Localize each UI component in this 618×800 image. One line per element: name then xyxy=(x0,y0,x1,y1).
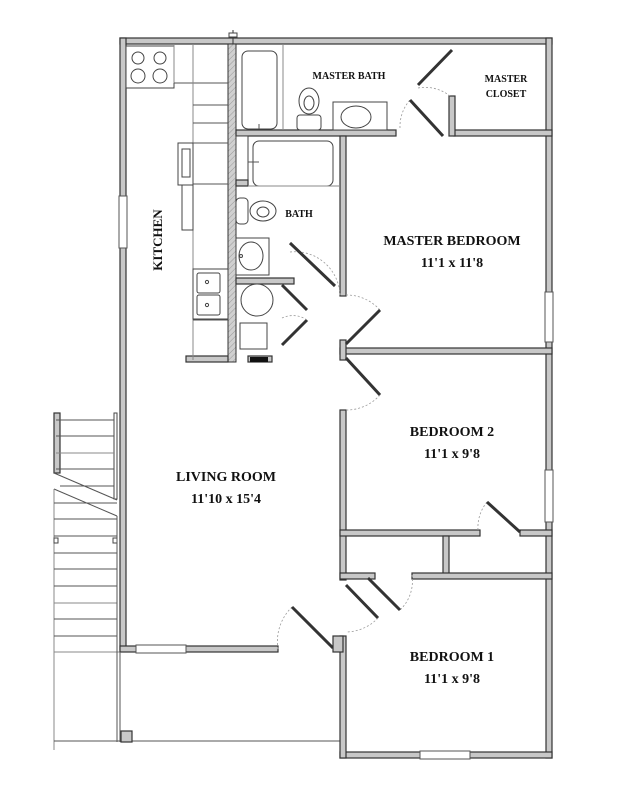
bedroom-1-dimensions: 11'1 x 9'8 xyxy=(424,672,480,687)
bathtub xyxy=(252,140,334,187)
master-bedroom-dimensions: 11'1 x 11'8 xyxy=(421,256,483,271)
living-room-label: LIVING ROOM xyxy=(176,470,276,485)
master-bath-fixtures xyxy=(241,44,388,131)
master-closet-label-line1: MASTER xyxy=(485,74,529,85)
bedroom-2-dimensions: 11'1 x 9'8 xyxy=(424,447,480,462)
interior-walls xyxy=(185,43,553,581)
kitchen-fixtures xyxy=(125,44,229,360)
master-bedroom-label: MASTER BEDROOM xyxy=(383,234,520,249)
bath-label: BATH xyxy=(285,209,313,220)
exterior-stairs xyxy=(53,412,340,750)
bath-fixtures xyxy=(235,140,340,350)
water-heater xyxy=(240,283,274,317)
bathtub xyxy=(241,50,278,130)
room-labels: MASTER BATH MASTER CLOSET MASTER BEDROOM… xyxy=(150,71,528,687)
kitchen-label: KITCHEN xyxy=(150,209,165,271)
master-bath-label: MASTER BATH xyxy=(313,71,386,82)
washer xyxy=(239,322,268,350)
windows xyxy=(118,195,554,760)
master-closet-label-line2: CLOSET xyxy=(486,89,527,100)
bedroom-2-label: BEDROOM 2 xyxy=(410,425,494,440)
living-room-dimensions: 11'10 x 15'4 xyxy=(191,492,261,507)
utility-marker xyxy=(228,30,238,44)
bedroom-1-label: BEDROOM 1 xyxy=(410,650,494,665)
doors xyxy=(277,48,522,653)
